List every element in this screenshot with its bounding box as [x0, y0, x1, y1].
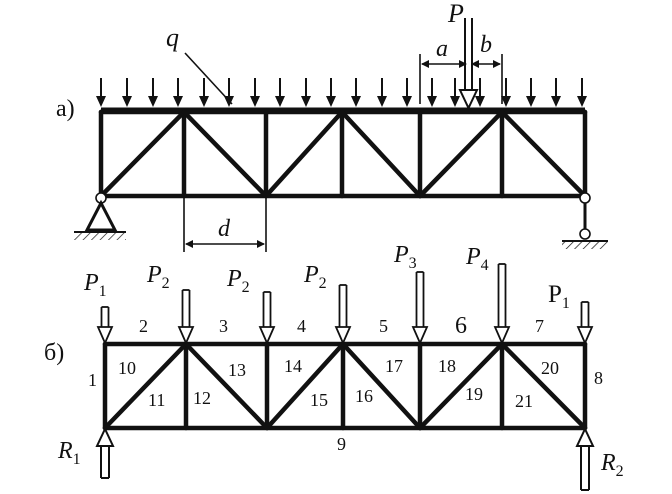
distributed-load-arrow: [351, 78, 361, 107]
member-number-12: 12: [193, 388, 211, 408]
load-arrows-b: [96, 263, 594, 346]
load-arrow: [334, 284, 352, 346]
load-label-P4: P4: [465, 244, 489, 274]
load-label-P3: P3: [393, 242, 417, 272]
member-number-4: 4: [297, 316, 306, 336]
P-label: P: [447, 0, 464, 28]
member-number-21: 21: [515, 391, 533, 411]
reaction-R2-arrow: [575, 426, 595, 491]
distributed-load-arrows: [96, 78, 587, 107]
member-number-19: 19: [465, 384, 483, 404]
load-arrow: [493, 263, 511, 346]
dim-a-b: [419, 54, 503, 104]
distributed-load-arrow: [224, 78, 234, 107]
distributed-load-arrow: [250, 78, 260, 107]
member-number-20: 20: [541, 358, 559, 378]
roller-support: [562, 192, 608, 249]
reaction-R2-label: R2: [600, 450, 624, 480]
member-number-5: 5: [379, 316, 388, 336]
dim-b-label: b: [480, 32, 492, 58]
q-label: q: [166, 23, 179, 52]
member-number-8: 8: [594, 368, 603, 388]
load-label-P2-b: P2: [226, 266, 250, 296]
pinned-support: [74, 192, 126, 240]
member-number-18: 18: [438, 356, 456, 376]
part-b-label: б): [44, 340, 64, 366]
diagonals-a: [98, 109, 588, 199]
load-arrow: [576, 301, 594, 346]
member-number-16: 16: [355, 386, 373, 406]
load-label-P2-a: P2: [146, 262, 170, 292]
member-number-7: 7: [535, 316, 544, 336]
member-number-6: 6: [455, 313, 467, 339]
member-number-13: 13: [228, 360, 246, 380]
distributed-load-arrow: [427, 78, 437, 107]
distributed-load-arrow: [551, 78, 561, 107]
member-number-14: 14: [284, 356, 302, 376]
diagonals-b: [102, 341, 588, 431]
dim-d-label: d: [218, 216, 231, 242]
verticals-a: [98, 109, 588, 199]
member-number-15: 15: [310, 390, 328, 410]
reaction-R1-arrow: [95, 426, 115, 479]
load-label-P2-c: P2: [303, 262, 327, 292]
load-arrow: [411, 271, 429, 346]
load-arrow: [258, 291, 276, 346]
truss-b: R1 R2 P1 P2 P2 P2 P3 P4 P1 2 3 4 5 6 7 1…: [44, 242, 624, 491]
verticals-b: [102, 341, 588, 431]
load-arrow: [177, 289, 195, 346]
reaction-R1-label: R1: [57, 438, 81, 468]
distributed-load-arrow: [326, 78, 336, 107]
member-number-17: 17: [385, 356, 403, 376]
member-number-9: 9: [337, 434, 346, 454]
load-arrow: [96, 306, 114, 346]
distributed-load-arrow: [450, 78, 460, 107]
reaction-arrows: [95, 426, 595, 491]
member-number-1: 1: [88, 370, 97, 390]
distributed-load-arrow: [301, 78, 311, 107]
member-number-2: 2: [139, 316, 148, 336]
distributed-load-arrow: [148, 78, 158, 107]
part-a-label: а): [56, 96, 75, 122]
distributed-load-arrow: [475, 78, 485, 107]
distributed-load-arrow: [377, 78, 387, 107]
point-load-P: [458, 18, 479, 111]
distributed-load-arrow: [96, 78, 106, 107]
distributed-load-arrow: [526, 78, 536, 107]
q-leader: [184, 52, 233, 105]
distributed-load-arrow: [402, 78, 412, 107]
distributed-load-arrow: [199, 78, 209, 107]
distributed-load-arrow: [173, 78, 183, 107]
dim-d: [183, 196, 267, 252]
distributed-load-arrow: [577, 78, 587, 107]
distributed-load-arrow: [501, 78, 511, 107]
distributed-load-arrow: [275, 78, 285, 107]
load-label-P1-right: P1: [548, 281, 570, 312]
member-number-11: 11: [148, 390, 165, 410]
distributed-load-arrow: [122, 78, 132, 107]
member-number-10: 10: [118, 358, 136, 378]
truss-a: q P a b d: [56, 0, 608, 252]
dim-a-label: a: [436, 36, 448, 62]
member-number-3: 3: [219, 316, 228, 336]
load-label-P1-left: P1: [83, 270, 107, 300]
